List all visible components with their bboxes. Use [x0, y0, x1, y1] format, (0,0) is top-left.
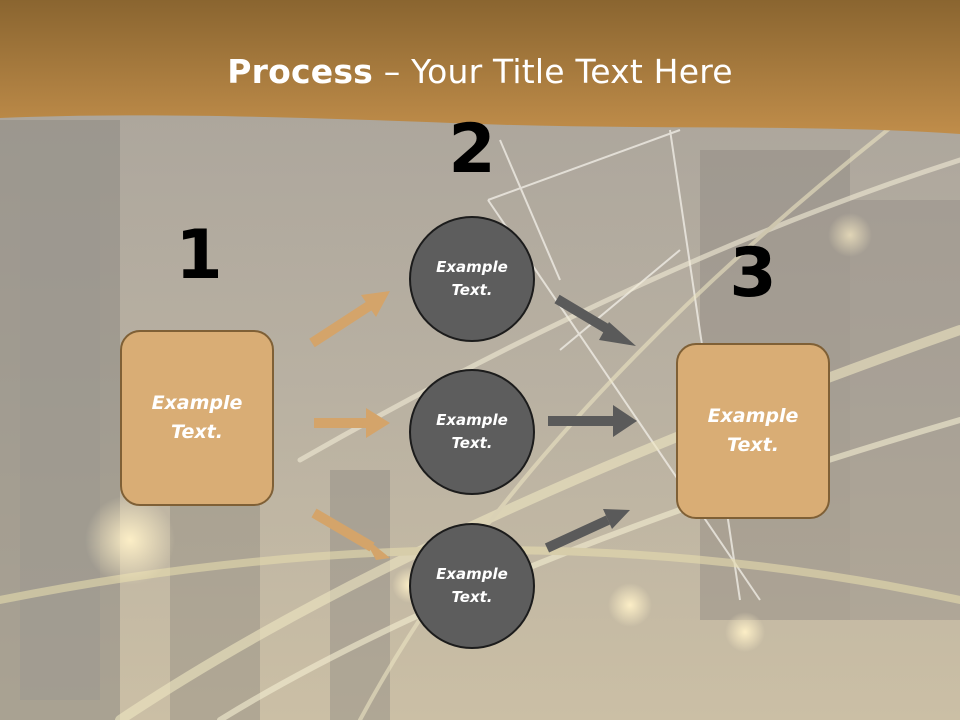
step-2-circle-top[interactable]: Example Text. — [409, 216, 535, 342]
step-1-box[interactable]: Example Text. — [120, 330, 274, 506]
step-number-2: 2 — [448, 110, 496, 189]
title-rest: – Your Title Text Here — [373, 52, 733, 91]
step-number-1: 1 — [175, 216, 223, 295]
step-2-circle-bottom[interactable]: Example Text. — [409, 523, 535, 649]
page-title: Process – Your Title Text Here — [0, 52, 960, 91]
step-number-3: 3 — [729, 234, 777, 313]
step-3-box[interactable]: Example Text. — [676, 343, 830, 519]
step-2-circle-middle[interactable]: Example Text. — [409, 369, 535, 495]
title-bold: Process — [227, 52, 374, 91]
